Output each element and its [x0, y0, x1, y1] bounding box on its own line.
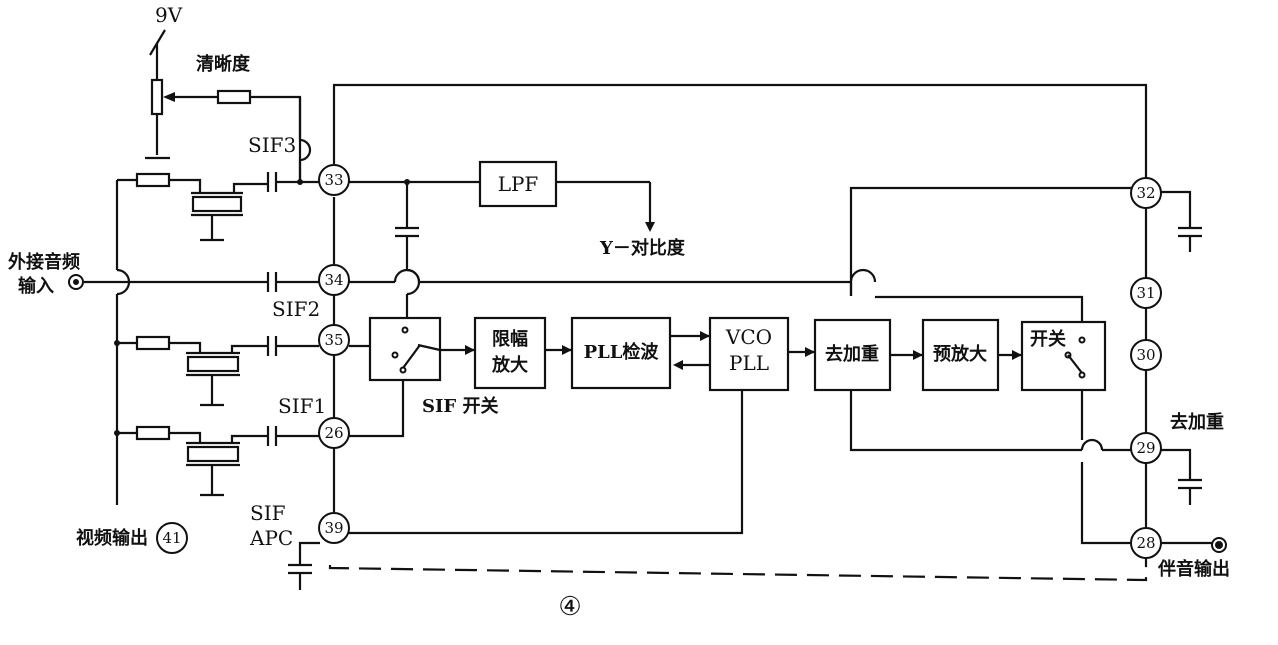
vco-label-1: VCO: [725, 325, 772, 349]
sif-apc-label-2: APC: [249, 526, 293, 550]
pin-35: [318, 324, 350, 356]
lpf-block: [478, 160, 558, 208]
pin-29-label: 29: [1136, 439, 1155, 457]
pin-32: [1130, 177, 1162, 209]
de-emphasis-label: 去加重: [825, 343, 879, 365]
supply-arrow: [149, 29, 166, 56]
preamp-label: 预放大: [933, 343, 987, 365]
figure-number: ④: [558, 592, 581, 622]
lpf-label: LPF: [498, 172, 539, 196]
pin-33-label: 33: [324, 171, 343, 189]
pin-33: [318, 164, 350, 196]
sif2-label: SIF2: [272, 297, 320, 321]
limiter-block: [473, 316, 547, 390]
sharpness-label: 清晰度: [196, 53, 251, 75]
limiter-label-1: 限幅: [492, 328, 528, 350]
pin-34: [318, 264, 350, 296]
pin-39-label: 39: [324, 519, 343, 537]
vco-label-2: PLL: [729, 351, 769, 375]
sharpness-potentiometer: [150, 78, 164, 116]
wires: [84, 29, 1214, 590]
de-emphasis-pin-label: 去加重: [1170, 411, 1224, 433]
sif-apc-label-1: SIF: [250, 501, 286, 525]
switch-label: 开关: [1030, 328, 1066, 350]
ext-audio-label-2: 输入: [18, 275, 54, 297]
pll-detect-label: PLL检波: [584, 341, 660, 363]
limiter-label-2: 放大: [491, 354, 528, 376]
de-emphasis-block: [813, 318, 892, 392]
pin-32-label: 32: [1136, 184, 1155, 202]
supply-label: 9V: [155, 3, 183, 27]
y-contrast-label: Y－对比度: [599, 237, 686, 259]
pin-30: [1130, 339, 1162, 371]
sif1-label: SIF1: [278, 394, 326, 418]
pin-35-label: 35: [324, 331, 343, 349]
pin-28-label: 28: [1136, 534, 1155, 552]
pin-31-label: 31: [1136, 284, 1155, 302]
pin-34-label: 34: [324, 271, 343, 289]
annotations: 9V 清晰度 SIF3 外接音频 输入 SIF2 SIF1 SIF APC 视频…: [8, 3, 1230, 622]
pin-30-label: 30: [1136, 346, 1155, 364]
pins: 33 34 35 26 39 41 32 31 30 29 28: [68, 164, 1227, 559]
pll-detect-block: [570, 316, 672, 390]
pin-26: [318, 417, 350, 449]
vco-pll-block: [708, 316, 790, 392]
pin-41: [156, 522, 188, 554]
sharpness-resistor: [216, 89, 252, 105]
sound-out-label: 伴音输出: [1157, 558, 1230, 580]
block-labels: LPF 限幅 放大 PLL检波 VCO PLL 去加重 预放大 开关: [491, 172, 1066, 376]
pin-39: [318, 512, 350, 544]
pin-31: [1130, 277, 1162, 309]
audio-switch-block: [1020, 320, 1107, 392]
pin-28: [1130, 527, 1162, 559]
ext-audio-label-1: 外接音频: [8, 251, 80, 273]
sif3-label: SIF3: [248, 133, 296, 157]
pin-41-label: 41: [162, 529, 181, 547]
wiper-arrow: [163, 92, 175, 102]
preamp-block: [921, 318, 1000, 392]
pin-29: [1130, 432, 1162, 464]
pin-26-label: 26: [324, 424, 343, 442]
blocks: [368, 160, 1107, 392]
video-out-label: 视频输出: [76, 527, 148, 549]
sif-switch-label: SIF 开关: [422, 395, 498, 417]
